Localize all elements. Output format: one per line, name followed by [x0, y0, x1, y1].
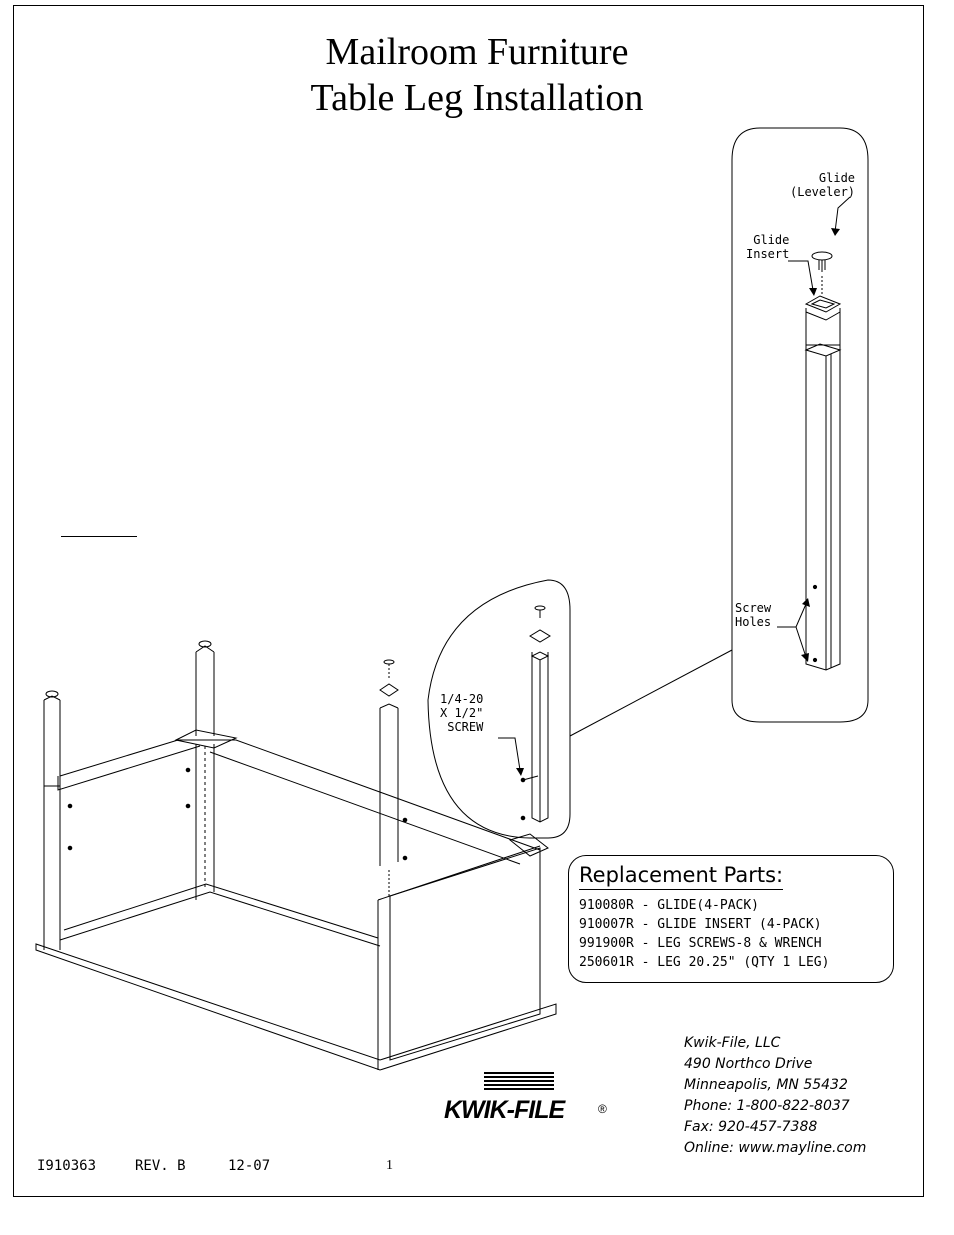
- document-title-line2: Table Leg Installation: [310, 77, 644, 119]
- company-street: 490 Northco Drive: [684, 1056, 813, 1072]
- doc-number: I910363: [37, 1158, 97, 1174]
- large-leg-drawing: [804, 308, 842, 671]
- screw-holes-label-line2: Holes: [735, 615, 772, 629]
- company-city: Minneapolis, MN 55432: [684, 1077, 848, 1093]
- registered-mark: ®: [598, 1102, 607, 1116]
- company-website: Online: www.mayline.com: [684, 1140, 867, 1156]
- screw-spec-line1: 1/4-20: [440, 692, 484, 706]
- screw-holes-label: Screw Holes: [735, 601, 771, 629]
- company-name: Kwik-File, LLC: [684, 1035, 781, 1051]
- glide-leveler-drawing: [811, 251, 833, 272]
- replacement-parts-title: Replacement Parts:: [579, 862, 784, 890]
- kwik-file-logo: KWIK-FILE ®: [444, 1072, 612, 1128]
- screw-spec-label: 1/4-20 X 1/2" SCREW: [440, 692, 483, 734]
- detail-bubble-large: [731, 127, 869, 723]
- document-title-line1: Mailroom Furniture: [325, 31, 629, 73]
- revision-date: 12-07: [228, 1158, 271, 1174]
- part-item: 250601R - LEG 20.25" (QTY 1 LEG): [579, 955, 830, 970]
- blank-underline: [61, 536, 137, 537]
- page-number: 1: [386, 1158, 393, 1173]
- logo-stripes: [484, 1072, 554, 1092]
- screw-holes-label-line1: Screw: [735, 601, 772, 615]
- company-fax: Fax: 920-457-7388: [684, 1119, 818, 1135]
- replacement-parts-list: 910080R - GLIDE(4-PACK) 910007R - GLIDE …: [579, 896, 829, 972]
- glide-insert-drawing: [804, 276, 842, 313]
- replacement-parts-box: Replacement Parts: 910080R - GLIDE(4-PAC…: [568, 855, 894, 983]
- glide-leveler-label: Glide (Leveler): [790, 171, 855, 199]
- logo-text: KWIK-FILE: [444, 1096, 565, 1124]
- glide-label-line1: Glide: [818, 171, 856, 185]
- glide-label-line2: (Leveler): [790, 185, 856, 199]
- company-phone: Phone: 1-800-822-8037: [684, 1098, 850, 1114]
- insert-label-line2: Insert: [746, 247, 790, 261]
- part-item: 910080R - GLIDE(4-PACK): [579, 898, 760, 913]
- insert-label-line1: Glide: [753, 233, 790, 247]
- screw-spec-line3: SCREW: [447, 720, 484, 734]
- glide-insert-label: Glide Insert: [746, 233, 789, 261]
- page-frame: [13, 5, 924, 1197]
- part-item: 991900R - LEG SCREWS-8 & WRENCH: [579, 936, 822, 951]
- table-assembly-drawing: [35, 640, 557, 1071]
- company-address: Kwik-File, LLC 490 Northco Drive Minneap…: [684, 1033, 866, 1159]
- screw-spec-line2: X 1/2": [440, 706, 484, 720]
- revision: REV. B: [135, 1158, 186, 1174]
- small-leg-drawing: [520, 605, 551, 823]
- detail-bubble-small: [427, 579, 571, 839]
- part-item: 910007R - GLIDE INSERT (4-PACK): [579, 917, 822, 932]
